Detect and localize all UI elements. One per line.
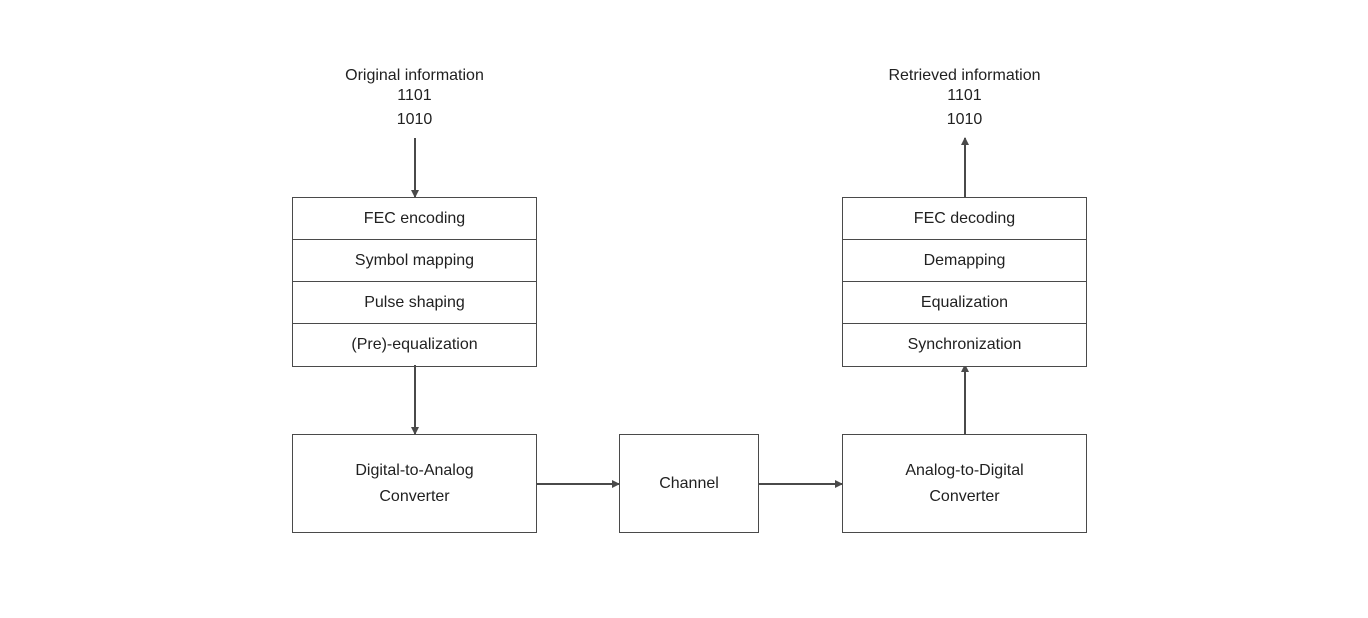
source-bits-line2: 1010 xyxy=(396,111,433,128)
dac-label-line2: Converter xyxy=(379,487,450,505)
arrow-dac-to-channel xyxy=(537,483,619,485)
source-info-label: Original information 1101 1010 xyxy=(292,66,537,130)
dac-box: Digital-to-Analog Converter xyxy=(292,434,537,533)
tx-stack-row-fec-encoding: FEC encoding xyxy=(293,198,536,240)
arrow-source-to-tx-stack xyxy=(414,138,416,197)
dac-label-line1: Digital-to-Analog xyxy=(355,461,474,479)
rx-stack-row-fec-decoding: FEC decoding xyxy=(843,198,1086,240)
source-bits-line1: 1101 xyxy=(397,87,432,104)
arrow-rx-stack-to-retrieved xyxy=(964,138,966,197)
rx-processing-stack: FEC decoding Demapping Equalization Sync… xyxy=(842,197,1087,367)
adc-label-line1: Analog-to-Digital xyxy=(905,461,1024,479)
retrieved-info-title: Retrieved information xyxy=(888,67,1041,84)
adc-label-line2: Converter xyxy=(929,487,1000,505)
tx-stack-row-pulse-shaping: Pulse shaping xyxy=(293,282,536,324)
tx-stack-row-pre-equalization: (Pre)-equalization xyxy=(351,336,478,353)
tx-stack-row-symbol-mapping: Symbol mapping xyxy=(293,240,536,282)
tx-processing-stack: FEC encoding Symbol mapping Pulse shapin… xyxy=(292,197,537,367)
adc-box: Analog-to-Digital Converter xyxy=(842,434,1087,533)
rx-stack-row-synchronization: Synchronization xyxy=(907,336,1022,353)
channel-box: Channel xyxy=(619,434,759,533)
rx-stack-row-equalization: Equalization xyxy=(843,282,1086,324)
arrow-adc-to-rx-stack xyxy=(964,365,966,434)
arrow-channel-to-adc xyxy=(759,483,842,485)
channel-label: Channel xyxy=(659,474,719,492)
arrow-tx-stack-to-dac xyxy=(414,365,416,434)
retrieved-bits-line1: 1101 xyxy=(947,87,982,104)
source-info-title: Original information xyxy=(345,67,484,84)
retrieved-info-label: Retrieved information 1101 1010 xyxy=(842,66,1087,130)
rx-stack-row-demapping: Demapping xyxy=(843,240,1086,282)
retrieved-bits-line2: 1010 xyxy=(946,111,983,128)
